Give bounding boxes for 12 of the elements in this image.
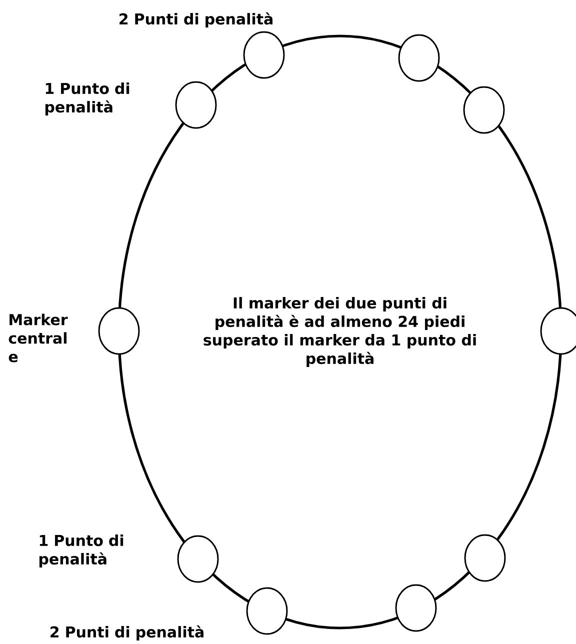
marker-circle bbox=[464, 534, 506, 582]
marker-label: 2 Punti di penalità bbox=[50, 625, 204, 641]
marker-circle bbox=[246, 587, 288, 635]
marker-circle bbox=[243, 31, 285, 79]
marker-circle bbox=[175, 81, 217, 129]
marker-circle bbox=[98, 307, 140, 355]
marker-label: Marker central e bbox=[8, 314, 68, 362]
marker-circle bbox=[177, 535, 219, 583]
marker-label: 2 Punti di penalità bbox=[120, 12, 272, 28]
marker-circle bbox=[540, 307, 576, 355]
marker-label: 1 Punto di penalità bbox=[45, 82, 130, 116]
marker-label: 1 Punto di penalità bbox=[39, 534, 124, 568]
